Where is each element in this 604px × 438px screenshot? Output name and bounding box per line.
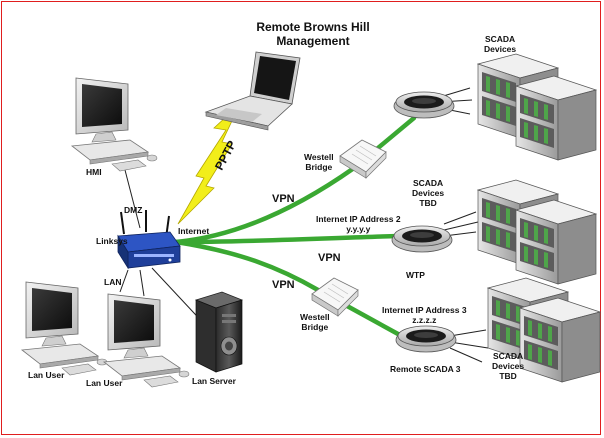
scada-top-label: SCADA Devices	[484, 34, 517, 54]
linksys-router-icon	[117, 210, 181, 270]
lan-server-icon	[194, 291, 244, 373]
scada-rack-mid-2-icon	[515, 199, 597, 285]
scada-rack-top-2-icon	[515, 75, 597, 161]
remote-scada-3-modem-icon	[395, 325, 457, 353]
wtp-modem-icon	[391, 225, 453, 253]
pptp-lightning-icon	[177, 103, 241, 225]
vpn-link-mid	[173, 233, 401, 245]
westell-bridge-bottom-label: Westell Bridge	[300, 312, 330, 332]
wireless-marks-mid	[443, 211, 479, 237]
remote-modem-top-icon	[393, 91, 455, 119]
remote-scada-3-label: Remote SCADA 3	[390, 364, 461, 374]
diagram-title: Remote Browns Hill Management	[256, 20, 370, 48]
hmi-label: HMI	[86, 167, 102, 177]
ip-address-3-label: Internet IP Address 3 z.z.z.z	[382, 305, 467, 325]
scada-rack-bottom-2-icon	[519, 297, 601, 383]
wtp-label: WTP	[406, 270, 425, 280]
lan-user-computer-icon-2	[103, 293, 190, 388]
link-linksys-lanuser1	[119, 269, 129, 293]
vpn-label-bottom: VPN	[272, 279, 295, 291]
link-linksys-lanuser2	[139, 269, 145, 297]
link-hmi-linksys	[124, 169, 141, 229]
dmz-label: DMZ	[124, 205, 143, 215]
lan-user-computer-icon-1	[21, 281, 108, 376]
linksys-label: Linksys	[96, 236, 128, 246]
wireless-marks-bottom	[449, 329, 489, 363]
ip-address-2-label: Internet IP Address 2 y.y.y.y	[316, 214, 401, 234]
lan-server-label: Lan Server	[192, 376, 236, 386]
internet-label: Internet	[178, 226, 210, 236]
vpn-label-top: VPN	[272, 193, 295, 205]
hmi-computer-icon	[71, 77, 158, 172]
vpn-label-mid: VPN	[318, 252, 341, 264]
laptop-icon	[204, 51, 301, 131]
westell-bridge-top-label: Westell Bridge	[304, 152, 334, 172]
vpn-link-top	[173, 115, 417, 245]
lan-user-label-1: Lan User	[28, 370, 65, 380]
scada-bottom-label: SCADA Devices TBD	[492, 351, 525, 381]
lan-user-label-2: Lan User	[86, 378, 123, 388]
vpn-link-bottom	[173, 239, 401, 337]
lan-label: LAN	[104, 277, 122, 287]
scada-mid-label: SCADA Devices TBD	[412, 178, 445, 208]
